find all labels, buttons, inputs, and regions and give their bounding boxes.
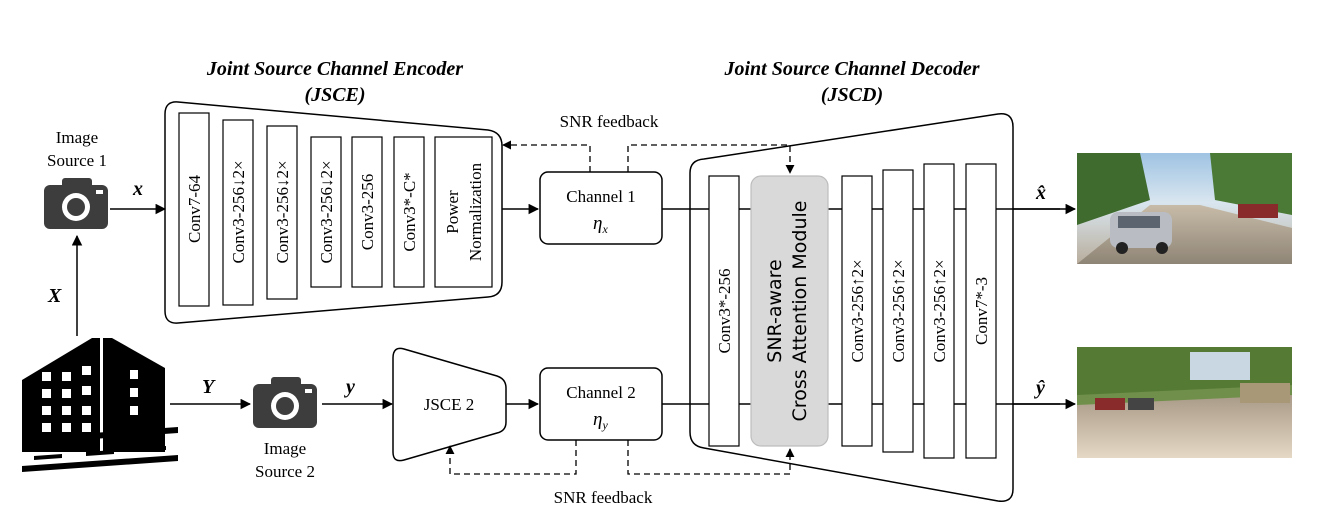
snr-feedback-top-to-encoder bbox=[502, 140, 591, 172]
building-icon bbox=[22, 338, 165, 452]
encoder-layer-6 bbox=[393, 136, 425, 288]
channel1-box bbox=[539, 171, 663, 245]
snr-feedback-top-label: SNR feedback bbox=[560, 112, 659, 131]
reconstructed-image-y bbox=[1077, 347, 1292, 458]
decoder-layer-2 bbox=[841, 175, 873, 447]
decoder-layer-1-label: Conv3*-256 bbox=[715, 269, 734, 354]
y-hat-label: ŷ bbox=[1034, 377, 1045, 399]
encoder-layer-1-label: Conv7-64 bbox=[185, 175, 204, 244]
decoder-abbr: (JSCD) bbox=[821, 84, 883, 106]
decoder-layer-2-label: Conv3-256↑2× bbox=[848, 259, 867, 362]
jsce2-label: JSCE 2 bbox=[424, 395, 475, 414]
source1-label-line2: Source 1 bbox=[47, 151, 107, 170]
decoder-layer-4-label: Conv3-256↑2× bbox=[930, 259, 949, 362]
decoder-layer-5 bbox=[965, 163, 997, 459]
Y-label: Y bbox=[202, 376, 216, 398]
decoder-title: Joint Source Channel Decoder bbox=[723, 58, 979, 80]
snr-feedback-bottom-to-decoder bbox=[627, 440, 795, 475]
channel2-label: Channel 2 bbox=[566, 383, 635, 402]
decoder-layer-3-label: Conv3-256↑2× bbox=[889, 259, 908, 362]
decoder-layer-4 bbox=[923, 163, 955, 459]
decoder-block bbox=[689, 113, 1014, 502]
reconstructed-image-x bbox=[1077, 153, 1292, 264]
camera-icon bbox=[44, 178, 108, 229]
power-label: Power bbox=[443, 190, 462, 234]
channel1-snr: ηx bbox=[593, 213, 608, 236]
decoder-layers: Conv3*-256 SNR-aware Cross Attention Mod… bbox=[708, 163, 997, 459]
channel2-snr: ηy bbox=[593, 409, 608, 432]
source2-label-line1: Image bbox=[264, 439, 306, 458]
encoder-layer-4 bbox=[310, 136, 342, 288]
source1-label-line1: Image bbox=[56, 128, 98, 147]
attention-label-line2: Cross Attention Module bbox=[789, 201, 811, 422]
encoder-layer-5-label: Conv3-256 bbox=[358, 174, 377, 251]
decoder-layer-3 bbox=[882, 169, 914, 453]
X-label: X bbox=[47, 285, 62, 307]
y-label: y bbox=[344, 376, 355, 398]
encoder-layers: Conv7-64 Conv3-256↓2× Conv3-256↓2× Conv3… bbox=[178, 112, 493, 307]
snr-feedback-top-to-decoder bbox=[627, 144, 795, 174]
encoder-abbr: (JSCE) bbox=[304, 84, 365, 106]
x-label: x bbox=[132, 178, 143, 200]
channel1-label: Channel 1 bbox=[566, 187, 635, 206]
encoder-block bbox=[164, 101, 503, 324]
decoder-layer-5-label: Conv7*-3 bbox=[972, 277, 991, 345]
normalization-label: Normalization bbox=[466, 162, 485, 261]
encoder-layer-2-label: Conv3-256↓2× bbox=[229, 160, 248, 263]
snr-feedback-bottom-label: SNR feedback bbox=[554, 488, 653, 507]
encoder-layer-3 bbox=[266, 125, 298, 300]
encoder-layer-3-label: Conv3-256↓2× bbox=[273, 160, 292, 263]
camera-icon bbox=[253, 377, 317, 428]
encoder-layer-2 bbox=[222, 119, 254, 306]
encoder-layer-4-label: Conv3-256↓2× bbox=[317, 160, 336, 263]
encoder-title: Joint Source Channel Encoder bbox=[206, 58, 463, 80]
snr-feedback-bottom-to-jsce2 bbox=[445, 440, 577, 475]
encoder-layer-6-label: Conv3*-C* bbox=[400, 172, 419, 251]
x-hat-label: x̂ bbox=[1035, 182, 1046, 204]
encoder-layer-1 bbox=[178, 112, 210, 307]
road-icon bbox=[22, 427, 178, 472]
attention-label-line1: SNR-aware bbox=[764, 259, 786, 362]
source2-label-line2: Source 2 bbox=[255, 462, 315, 481]
encoder-layer-5 bbox=[351, 136, 383, 288]
power-normalization-layer bbox=[434, 136, 493, 288]
decoder-layer-1 bbox=[708, 175, 740, 447]
jsce2-block bbox=[392, 347, 507, 462]
snr-aware-cross-attention-module bbox=[750, 175, 829, 447]
